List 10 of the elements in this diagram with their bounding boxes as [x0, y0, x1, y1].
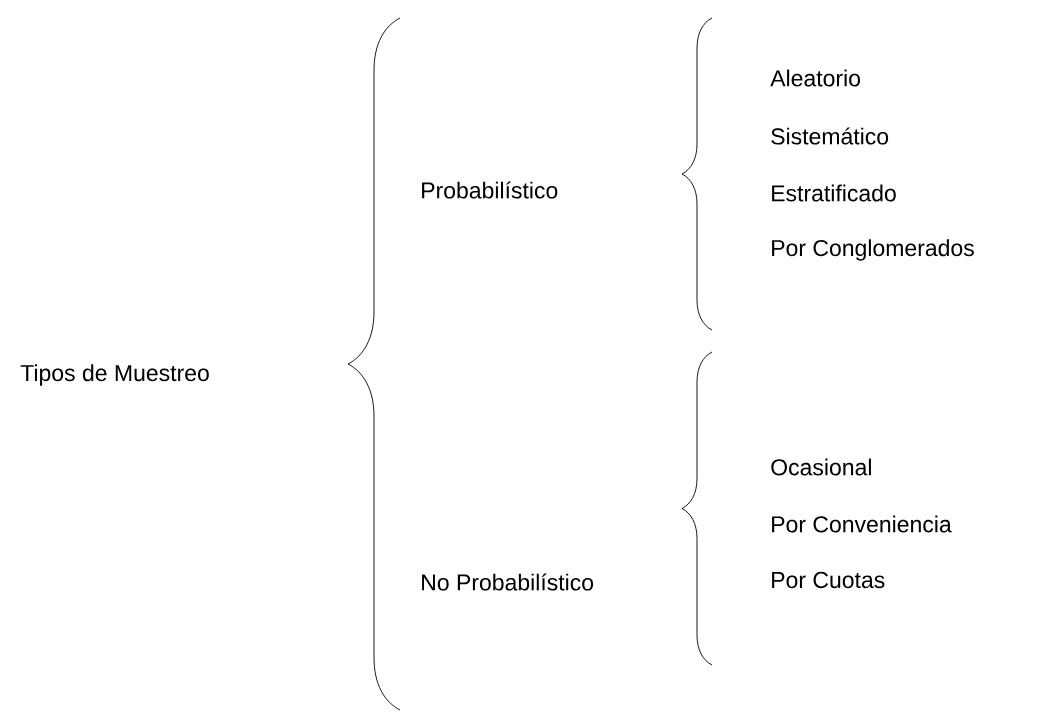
category-label: Probabilístico	[422, 181, 558, 199]
category-label: No Probabilístico	[422, 573, 594, 591]
category-label: Estratificado	[772, 184, 896, 202]
category-label: Ocasional	[771, 458, 871, 476]
category-label: Aleatorio	[770, 69, 860, 87]
category-label: Por Cuotas	[772, 571, 885, 589]
category-label: Por Conveniencia	[772, 515, 952, 533]
category-label: Tipos de Muestreo	[20, 364, 209, 386]
category-label: Por Conglomerados	[772, 239, 974, 261]
category-label: Sistemático	[771, 127, 889, 145]
